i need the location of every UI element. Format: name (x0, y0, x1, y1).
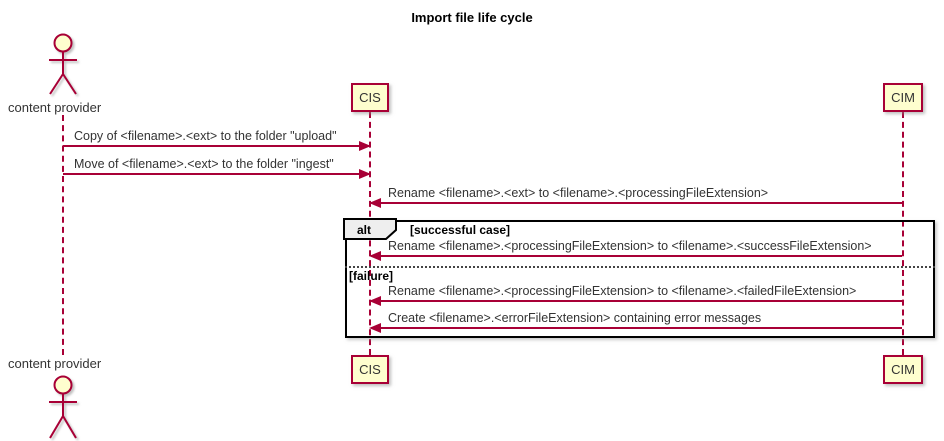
alt-section-divider (345, 266, 935, 268)
participant-cim-bottom: CIM (883, 355, 923, 384)
diagram-title: Import file life cycle (411, 10, 533, 25)
participant-cis-top: CIS (351, 83, 389, 112)
alt-frame (345, 220, 935, 338)
alt-section-success-label: [successful case] (410, 223, 511, 237)
alt-section-failure-label: [failure] (349, 269, 394, 283)
actor-label-bottom: content provider (8, 356, 102, 371)
participant-cim-top: CIM (883, 83, 923, 112)
participant-cis-bottom: CIS (351, 355, 389, 384)
lifeline-cim (902, 112, 904, 355)
message-rename-processing-label: Rename <filename>.<ext> to <filename>.<p… (388, 186, 769, 200)
lifeline-content-provider (62, 115, 64, 355)
actor-figure-bottom (49, 375, 77, 439)
message-move-ingest-label: Move of <filename>.<ext> to the folder "… (74, 157, 334, 171)
message-rename-success-arrow (369, 251, 902, 261)
message-create-error-arrow (369, 323, 902, 333)
message-rename-success-label: Rename <filename>.<processingFileExtensi… (388, 239, 872, 253)
message-move-ingest-arrow (63, 169, 371, 179)
message-copy-upload-arrow (63, 141, 371, 151)
message-create-error-label: Create <filename>.<errorFileExtension> c… (388, 311, 762, 325)
actor-figure-top (49, 33, 77, 95)
actor-label-top: content provider (8, 100, 102, 115)
message-rename-processing-arrow (369, 198, 902, 208)
message-rename-failed-label: Rename <filename>.<processingFileExtensi… (388, 284, 857, 298)
message-copy-upload-label: Copy of <filename>.<ext> to the folder "… (74, 129, 337, 143)
message-rename-failed-arrow (369, 296, 902, 306)
alt-frame-tab-label: alt (357, 223, 371, 237)
alt-frame-tab: alt (343, 218, 397, 240)
